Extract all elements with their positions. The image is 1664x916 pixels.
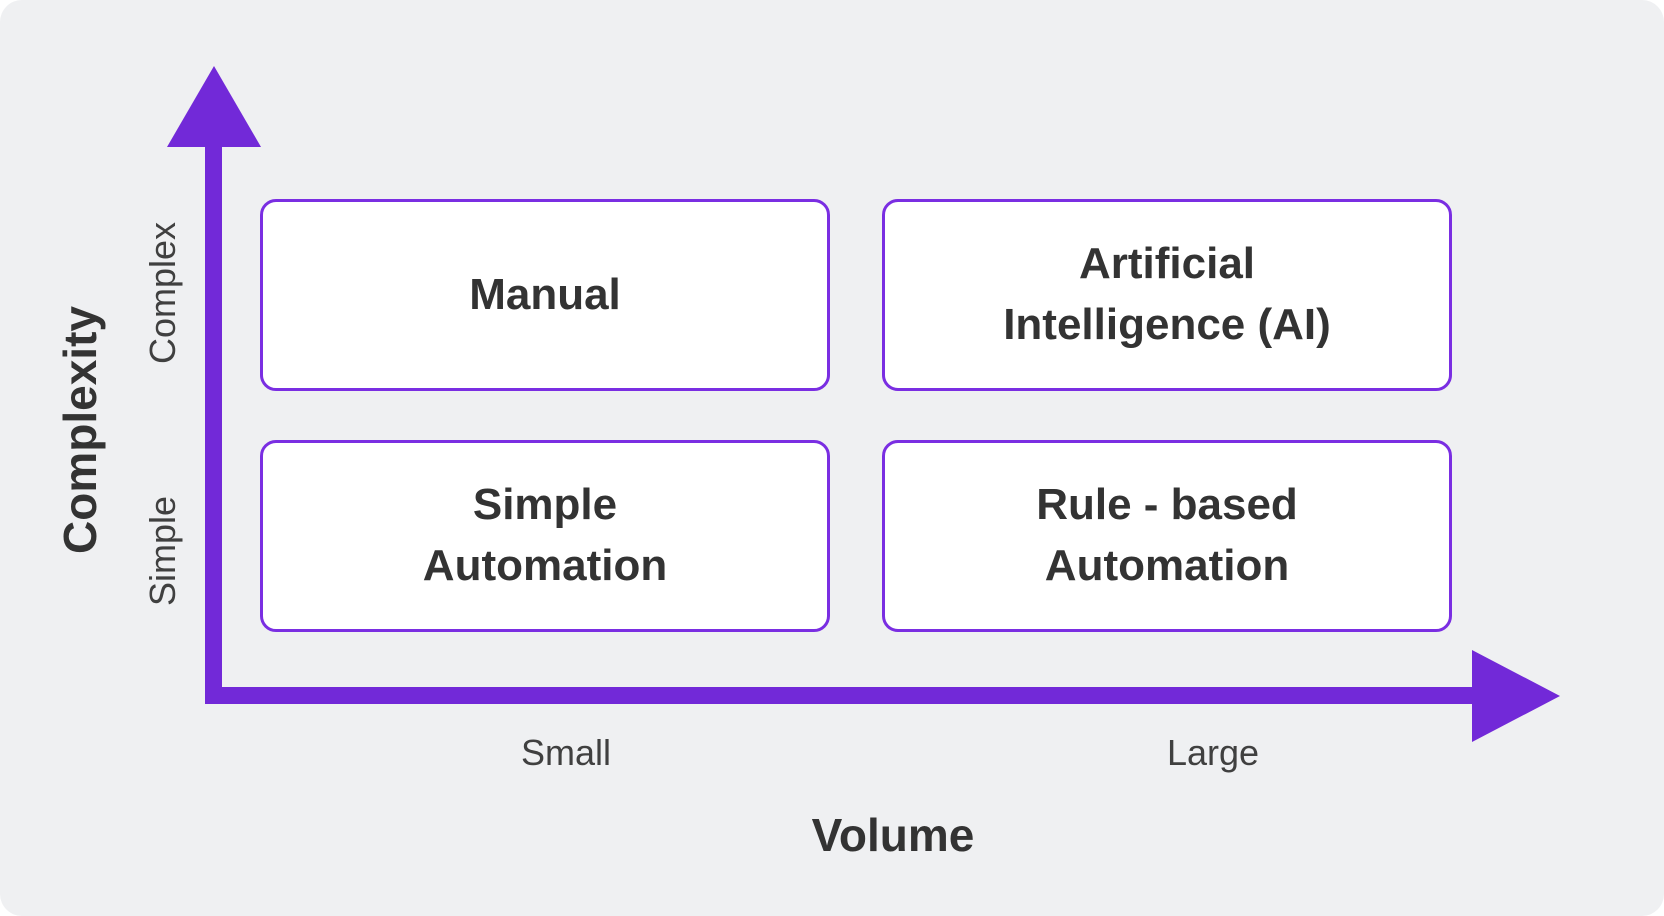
quadrant-manual: Manual [260, 199, 830, 391]
x-axis-line [205, 687, 1477, 704]
x-axis-arrowhead-icon [1472, 650, 1560, 742]
x-axis-title: Volume [811, 809, 975, 861]
y-axis-title: Complexity [54, 306, 106, 554]
quadrant-simple-automation-label: Simple Automation [422, 480, 668, 590]
quadrant-artificial-intelligence: Artificial Intelligence (AI) [882, 199, 1452, 391]
x-axis-tick-small: Small [520, 732, 612, 773]
x-axis-tick-large: Large [1166, 732, 1260, 773]
quadrant-artificial-intelligence-label: Artificial Intelligence (AI) [1003, 239, 1331, 349]
y-axis-tick-complex: Complex [142, 221, 183, 365]
quadrant-manual-label: Manual [469, 269, 621, 319]
quadrant-rule-based-automation: Rule - based Automation [882, 440, 1452, 632]
y-axis-tick-simple: Simple [142, 495, 183, 607]
quadrant-rule-based-automation-label: Rule - based Automation [1036, 480, 1298, 590]
y-axis-arrowhead-icon [167, 66, 261, 147]
quadrant-simple-automation: Simple Automation [260, 440, 830, 632]
y-axis-line [205, 135, 222, 704]
